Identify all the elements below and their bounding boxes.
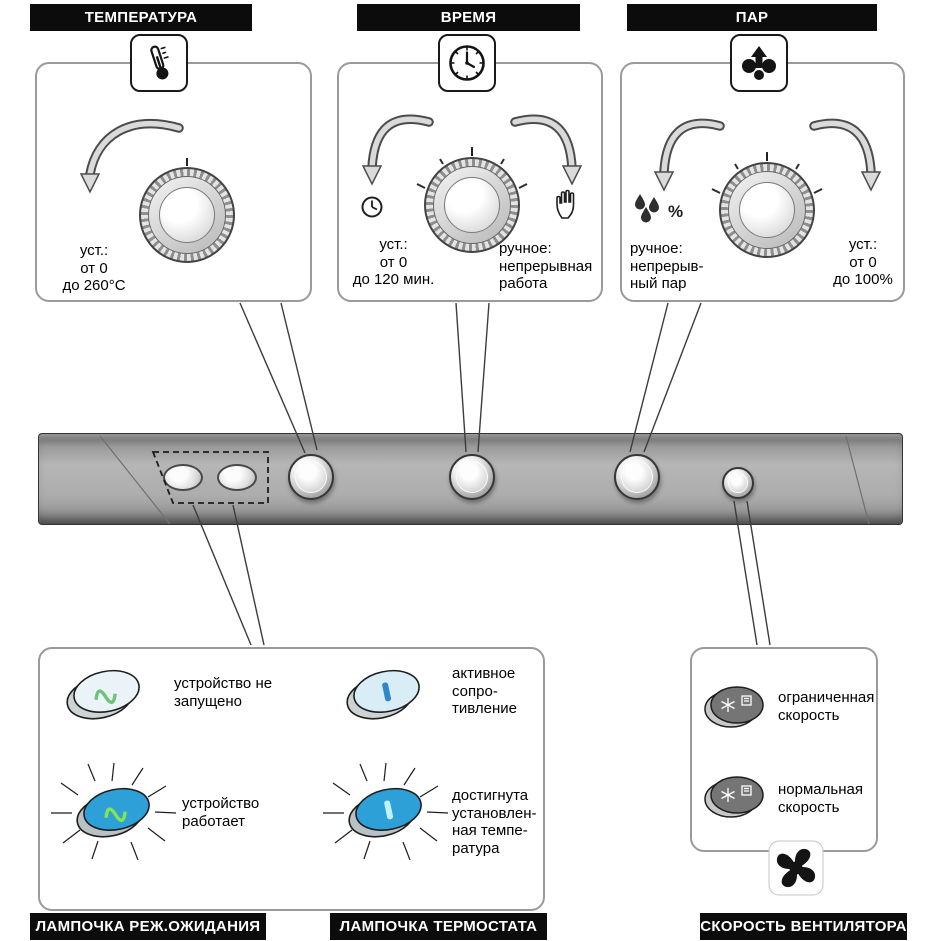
label-thermostat-lamp: ЛАМПОЧКА ТЕРМОСТАТА — [330, 913, 547, 940]
clock-icon — [438, 34, 496, 92]
header-steam: ПАР — [627, 4, 877, 31]
dial-pointer-mark — [186, 158, 188, 166]
dial-face — [159, 187, 215, 243]
steam-manual-text: ручное: непрерыв- ный пар — [630, 240, 704, 292]
fan-icon — [768, 840, 824, 896]
steam-range-text: уст.: от 0 до 100% — [833, 236, 893, 288]
steam-knob[interactable] — [614, 454, 660, 500]
steam-icon — [730, 34, 788, 92]
glow-rays — [51, 762, 177, 861]
fan-limited-speed-button-icon — [704, 686, 764, 728]
standby-lamp-off-icon — [66, 669, 140, 720]
glow-rays — [323, 762, 449, 861]
time-range-text: уст.: от 0 до 120 мин. — [352, 236, 435, 288]
temperature-range-text: уст.: от 0 до 260°C — [62, 242, 126, 294]
dial-pointer-mark — [471, 148, 473, 156]
temperature-legend-panel: уст.: от 0 до 260°C — [35, 62, 312, 302]
header-time: ВРЕМЯ — [357, 4, 580, 31]
thermostat-on-text: достигнута установлен- ная темпе- ратура — [452, 787, 537, 857]
snowflake-square-icons — [721, 695, 752, 712]
thermometer-icon — [130, 34, 188, 92]
fan-speed-legend-panel: ограниченная скорость нормальная скорост… — [690, 647, 878, 852]
thermostat-lamp-on-icon — [323, 762, 449, 861]
fan-limited-text: ограниченная скорость — [778, 689, 875, 724]
thermostat-indicator-lamp — [217, 464, 257, 491]
steam-legend-panel: % ручное: непрерыв- ный пар уст.: от 0 д… — [620, 62, 905, 302]
lamps-legend-panel: устройство не запущено устройст — [38, 647, 545, 911]
time-manual-text: ручное: непрерывная работа — [499, 240, 593, 292]
clock-glyph — [449, 45, 485, 81]
steam-glyph — [742, 46, 776, 80]
snowflake-square-icons — [721, 785, 752, 802]
steam-dial — [719, 153, 815, 258]
knob-face — [456, 461, 488, 493]
fan-normal-speed-button-icon — [704, 776, 764, 818]
temperature-dial — [139, 158, 235, 263]
dial-pointer-mark — [766, 153, 768, 161]
knob-face — [728, 473, 748, 493]
time-legend-panel: уст.: от 0 до 120 мин. ручное: непрерывн… — [337, 62, 603, 302]
dial-face — [444, 177, 500, 233]
standby-lamp-on-icon — [51, 762, 177, 861]
dial-face — [739, 182, 795, 238]
rotate-right-arrow — [510, 114, 583, 186]
label-fan-speed: СКОРОСТЬ ВЕНТИЛЯТОРА — [700, 913, 907, 940]
rotate-right-arrow — [809, 118, 882, 192]
label-standby-lamp: ЛАМПОЧКА РЕЖ.ОЖИДАНИЯ — [30, 913, 266, 940]
fan-speed-knob[interactable] — [722, 467, 754, 499]
steam-percent-symbol: % — [668, 202, 684, 221]
temperature-knob[interactable] — [288, 454, 334, 500]
standby-off-text: устройство не запущено — [174, 675, 273, 710]
hand-icon — [556, 189, 575, 219]
clock-small-icon — [361, 196, 383, 218]
header-temperature: ТЕМПЕРАТУРА — [30, 4, 252, 31]
time-dial — [424, 148, 520, 253]
fan-normal-text: нормальная скорость — [778, 781, 863, 816]
thermostat-off-text: активное сопро- тивление — [452, 665, 517, 717]
standby-on-text: устройство работает — [182, 795, 260, 830]
water-drops-icon — [635, 194, 659, 223]
rotate-left-arrow — [361, 114, 434, 186]
thermostat-lamp-off-icon — [346, 669, 420, 720]
thermometer-glyph — [150, 45, 169, 80]
standby-indicator-lamp — [163, 464, 203, 491]
knob-face — [621, 461, 653, 493]
rotate-left-arrow — [653, 118, 725, 192]
knob-face — [295, 461, 327, 493]
timer-knob[interactable] — [449, 454, 495, 500]
